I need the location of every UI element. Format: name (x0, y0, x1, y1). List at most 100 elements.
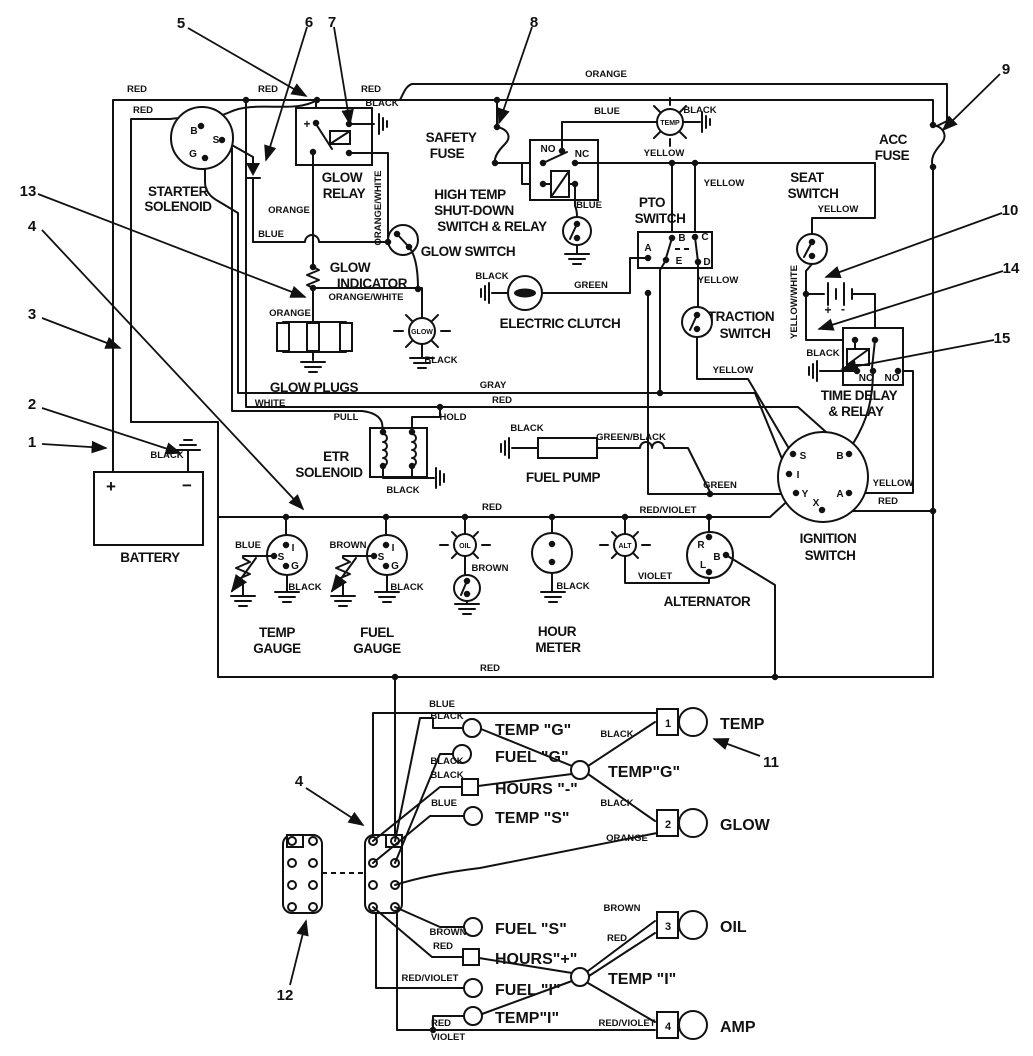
label-gauge: GAUGE (253, 641, 301, 656)
label-switch: SWITCH (788, 186, 839, 201)
label-temp-s-: TEMP "S" (495, 810, 569, 827)
label-glow: GLOW (411, 329, 433, 336)
label-green: GREEN (703, 480, 737, 491)
label-indicator: INDICATOR (337, 276, 408, 291)
label-oil: OIL (720, 919, 747, 936)
label-+: + (824, 303, 831, 317)
label-fuel: FUEL (360, 625, 394, 640)
label-switch: SWITCH (805, 548, 856, 563)
callout-number-11: 11 (763, 754, 779, 771)
callout-number-15: 15 (994, 330, 1011, 347)
label-red: RED (258, 84, 278, 95)
panel-lamps (656, 707, 708, 1040)
label-red: RED (431, 1018, 451, 1029)
label-fuel-i-: FUEL "I" (495, 982, 561, 999)
label-g: G (291, 561, 299, 572)
label-gray: GRAY (480, 380, 507, 391)
label-traction: TRACTION (708, 309, 775, 324)
label-fuel-s-: FUEL "S" (495, 921, 567, 938)
label-high-temp: HIGH TEMP (434, 187, 506, 202)
callout-number-8: 8 (530, 14, 538, 31)
glow-lamp (393, 306, 451, 369)
label-shut-down: SHUT-DOWN (434, 203, 514, 218)
label-hours-+-: HOURS"+" (495, 951, 577, 968)
label-s: S (378, 552, 385, 563)
label-black: BLACK (430, 711, 463, 722)
label-orange: ORANGE (268, 205, 310, 216)
label-pull: PULL (334, 412, 359, 423)
label-g: G (189, 149, 197, 160)
label-amp: AMP (720, 1019, 756, 1036)
label-brown: BROWN (604, 903, 641, 914)
label-black: BLACK (600, 798, 633, 809)
label-fuse: FUSE (430, 146, 465, 161)
label-l: L (700, 560, 706, 571)
temp-warning-lamp (653, 97, 711, 147)
callout-number-1: 1 (28, 434, 36, 451)
callout-number-7: 7 (328, 14, 336, 31)
callout-number-14: 14 (1003, 260, 1020, 277)
label-fuel-pump: FUEL PUMP (526, 470, 601, 485)
label-y: Y (802, 489, 809, 500)
callout-number-10: 10 (1002, 202, 1019, 219)
panel-terminals (452, 718, 590, 1026)
callout-line-7 (333, 26, 354, 126)
label-glow-switch: GLOW SWITCH (421, 244, 516, 259)
label-solenoid: SOLENOID (144, 199, 212, 214)
label-yellow: YELLOW (698, 275, 739, 286)
label-black: BLACK (806, 348, 839, 359)
label-black: BLACK (424, 355, 457, 366)
callout-number-3: 3 (28, 306, 36, 323)
callout-line-1 (41, 440, 108, 454)
label-red: RED (480, 663, 500, 674)
label-black: BLACK (556, 581, 589, 592)
label-r: R (697, 540, 705, 551)
label-red: RED (133, 105, 153, 116)
harness-connectors (282, 834, 403, 914)
callout-line-9 (941, 73, 1001, 132)
label-s: S (278, 552, 285, 563)
label-g: G (391, 561, 399, 572)
label-b: B (836, 451, 843, 462)
label-glow: GLOW (330, 260, 371, 275)
label-d: D (703, 257, 710, 268)
label-black: BLACK (386, 485, 419, 496)
label-red: RED (492, 395, 512, 406)
label-safety: SAFETY (426, 130, 477, 145)
label-b: B (713, 552, 720, 563)
label-electric-clutch: ELECTRIC CLUTCH (500, 316, 621, 331)
label-2: 2 (665, 819, 671, 831)
label-yellow: YELLOW (644, 148, 685, 159)
label-temp-i-: TEMP "I" (608, 971, 676, 988)
junction-dots (197, 96, 937, 1034)
callout-number-12: 12 (277, 987, 294, 1004)
label-seat: SEAT (790, 170, 825, 185)
label-violet: VIOLET (638, 571, 673, 582)
callout-number-6: 6 (305, 14, 313, 31)
glow-relay (295, 107, 389, 266)
label-brown: BROWN (330, 540, 367, 551)
label-red-violet: RED/VIOLET (401, 973, 458, 984)
callout-line-11 (712, 738, 761, 757)
callout-number-4: 4 (28, 218, 37, 235)
label-glow-plugs: GLOW PLUGS (270, 380, 359, 395)
label-red: RED (878, 496, 898, 507)
label-time-delay: TIME DELAY (821, 388, 898, 403)
label-red: RED (607, 933, 627, 944)
label-blue: BLUE (576, 200, 602, 211)
label-orange: ORANGE (585, 69, 627, 80)
high-temp-switch (562, 216, 592, 265)
callout-line-8 (497, 26, 533, 125)
label-etr: ETR (323, 449, 349, 464)
fuel-pump (500, 437, 711, 493)
label-ignition: IGNITION (800, 531, 857, 546)
label-hour: HOUR (538, 624, 577, 639)
diode (245, 163, 261, 179)
label-4: 4 (665, 1021, 672, 1033)
label-red-violet: RED/VIOLET (598, 1018, 655, 1029)
callout-line-2 (41, 407, 182, 455)
label-green-black: GREEN/BLACK (596, 432, 666, 443)
label-fuse: FUSE (875, 148, 910, 163)
